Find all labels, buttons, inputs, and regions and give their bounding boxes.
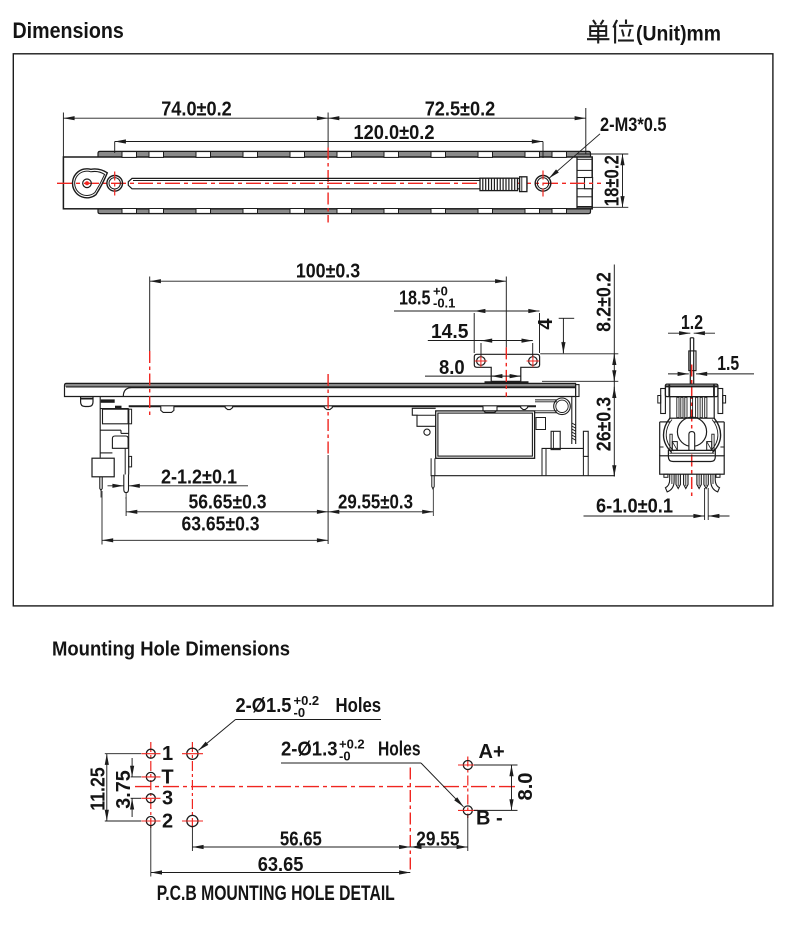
- svg-text:11.25: 11.25: [88, 767, 110, 811]
- svg-text:29.55±0.3: 29.55±0.3: [338, 492, 413, 514]
- svg-text:8.2±0.2: 8.2±0.2: [594, 272, 616, 332]
- svg-text:26±0.3: 26±0.3: [594, 397, 616, 451]
- svg-text:4: 4: [535, 318, 557, 330]
- svg-text:+0.2: +0.2: [339, 737, 365, 752]
- svg-text:8.0: 8.0: [515, 773, 537, 801]
- svg-text:1.5: 1.5: [717, 353, 739, 375]
- svg-text:18.5: 18.5: [399, 287, 431, 310]
- svg-text:2-M3*0.5: 2-M3*0.5: [600, 114, 667, 136]
- svg-text:6-1.0±0.1: 6-1.0±0.1: [596, 495, 673, 517]
- svg-text:A+: A+: [479, 741, 505, 763]
- svg-text:18±0.2: 18±0.2: [601, 155, 623, 206]
- svg-text:(Unit)mm: (Unit)mm: [636, 23, 721, 46]
- svg-text:8.0: 8.0: [439, 357, 465, 379]
- svg-text:120.0±0.2: 120.0±0.2: [354, 122, 435, 144]
- svg-text:Holes: Holes: [378, 739, 421, 761]
- svg-text:Mounting Hole Dimensions: Mounting Hole Dimensions: [52, 639, 290, 661]
- svg-text:1: 1: [162, 743, 173, 765]
- svg-text:72.5±0.2: 72.5±0.2: [425, 98, 496, 120]
- svg-text:14.5: 14.5: [431, 321, 469, 343]
- svg-text:B -: B -: [476, 808, 503, 830]
- svg-text:-0: -0: [294, 705, 306, 720]
- svg-text:1.2: 1.2: [681, 312, 703, 334]
- svg-text:3.75: 3.75: [113, 770, 135, 809]
- svg-text:-0.1: -0.1: [433, 296, 455, 311]
- svg-text:3: 3: [162, 788, 173, 810]
- svg-text:+0.2: +0.2: [294, 693, 320, 708]
- svg-text:P.C.B MOUNTING HOLE DETAIL: P.C.B MOUNTING HOLE DETAIL: [157, 882, 395, 905]
- svg-text:Dimensions: Dimensions: [13, 18, 124, 43]
- svg-text:Holes: Holes: [336, 695, 382, 717]
- svg-text:63.65±0.3: 63.65±0.3: [182, 514, 260, 536]
- svg-text:+0: +0: [433, 284, 448, 299]
- svg-text:74.0±0.2: 74.0±0.2: [161, 98, 232, 120]
- svg-text:2: 2: [162, 810, 173, 832]
- svg-text:100±0.3: 100±0.3: [296, 260, 360, 282]
- svg-text:2-Ø1.5: 2-Ø1.5: [236, 695, 292, 717]
- svg-text:-0: -0: [339, 749, 351, 764]
- svg-text:2-Ø1.3: 2-Ø1.3: [281, 739, 338, 761]
- svg-text:T: T: [161, 766, 173, 788]
- svg-text:2-1.2±0.1: 2-1.2±0.1: [161, 467, 237, 489]
- svg-text:56.65±0.3: 56.65±0.3: [189, 492, 267, 514]
